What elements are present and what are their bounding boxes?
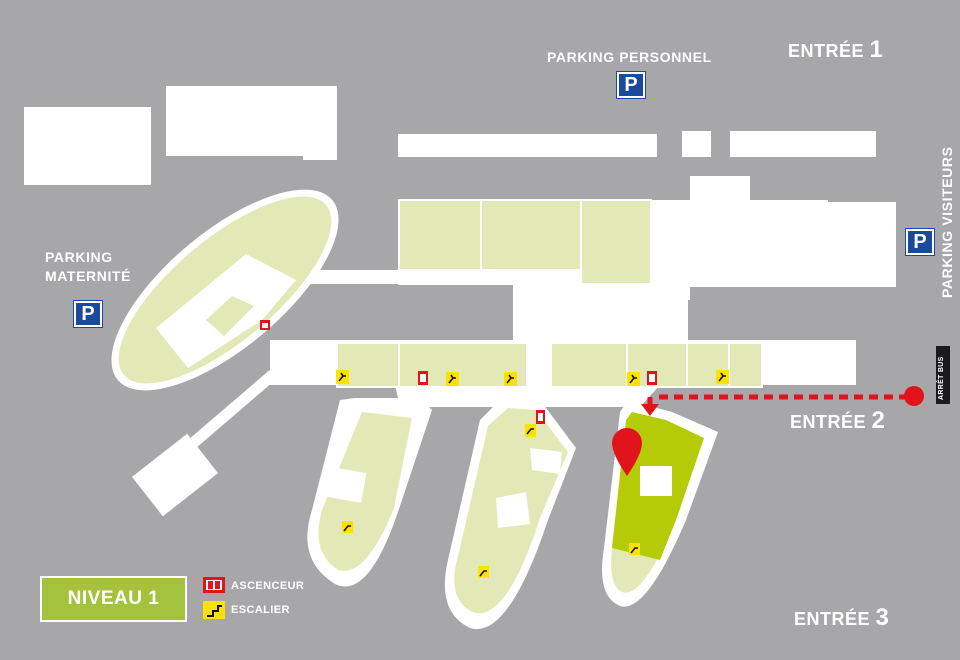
parking-personnel-label: PARKING PERSONNEL [547, 49, 712, 65]
legend-elevator-icon [203, 577, 225, 593]
legend-stairs-icon [203, 601, 225, 619]
entrance-2-label: ENTRÉE 2 [790, 407, 886, 434]
parking-visiteurs-label: PARKING VISITEURS [939, 146, 955, 298]
entrance-1-label: ENTRÉE 1 [788, 36, 884, 63]
entrance-3-label: ENTRÉE 3 [794, 604, 890, 631]
legend-elevator-label: ASCENCEUR [231, 580, 305, 592]
parking-maternite-label: PARKING MATERNITÉ [45, 249, 132, 284]
wing-1 [307, 398, 432, 587]
bus-stop-dot [904, 386, 924, 406]
destination-pin [612, 428, 642, 476]
route-to-destination [641, 386, 924, 416]
maternite-wing [111, 189, 339, 391]
parking-maternite-sign: P [73, 300, 103, 328]
level-badge: NIVEAU 1 [40, 576, 187, 622]
legend-stairs-label: ESCALIER [231, 604, 290, 616]
bus-stop-sign: ARRÊT BUS [936, 346, 950, 404]
parking-visiteurs-sign: P [905, 228, 935, 256]
bus-stop-label: ARRÊT BUS [938, 356, 945, 400]
parking-personnel-sign: P [616, 71, 646, 99]
elevator-icons [260, 320, 657, 424]
wing-2 [444, 400, 576, 630]
